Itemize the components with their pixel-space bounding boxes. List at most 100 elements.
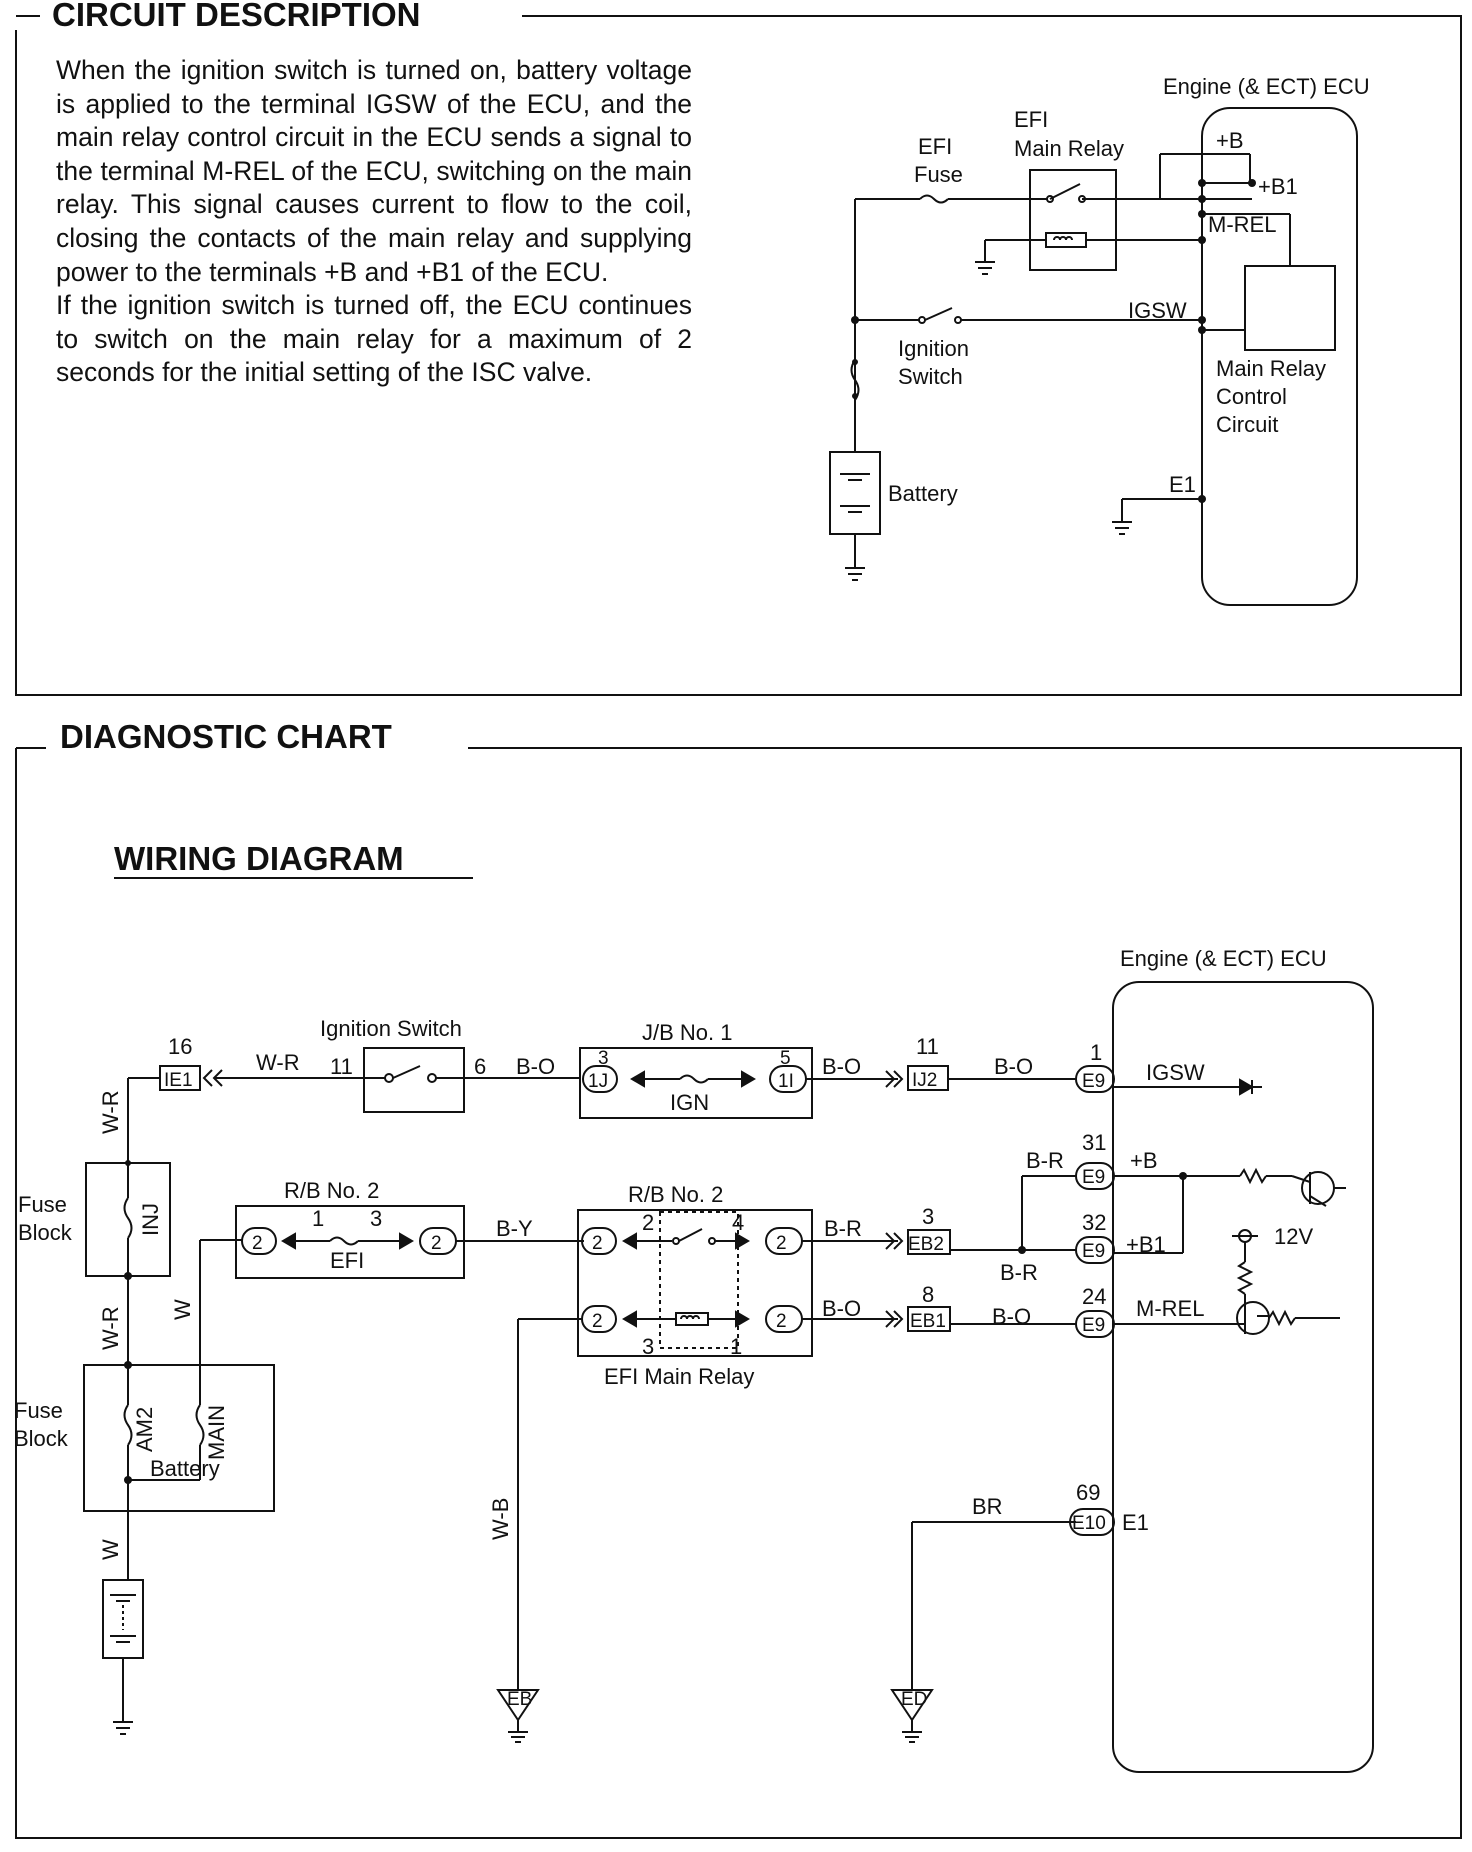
diagnostic-chart-title: DIAGNOSTIC CHART	[60, 718, 392, 755]
ecu-pin-31: 31	[1082, 1130, 1106, 1155]
rb2-relay-conn-bl: 2	[592, 1311, 603, 1332]
wiring-labels: Engine (& ECT) ECU Ignition Switch 11 6 …	[14, 946, 1327, 1710]
wire-br-upper: B-R	[1026, 1148, 1064, 1173]
rb2-relay-pin-4: 4	[732, 1210, 744, 1235]
ecu-box	[1201, 107, 1358, 606]
eb2-connector	[907, 1229, 951, 1255]
m-rel-label: M-REL	[1208, 212, 1276, 237]
ecu-box-wiring	[1112, 981, 1374, 1773]
eb1-connector	[907, 1306, 951, 1332]
eb2-name: EB2	[908, 1234, 944, 1255]
rb2-relay-pin-2: 2	[642, 1210, 654, 1235]
igsw-label: IGSW	[1128, 298, 1187, 323]
battery-symbol	[829, 451, 881, 535]
jb1-pin-right: 5	[780, 1048, 791, 1069]
wire-br-relay: B-R	[824, 1216, 862, 1241]
description-paragraph-1: When the ignition switch is turned on, b…	[56, 55, 692, 287]
ecu-pin-24: 24	[1082, 1284, 1106, 1309]
ecu-conn-24: E9	[1082, 1315, 1105, 1336]
eb2-pin: 3	[922, 1204, 934, 1229]
ignition-switch-pin-out: 6	[474, 1054, 486, 1079]
efi-fuse-symbol	[919, 194, 949, 204]
ecu-conn-31: E9	[1082, 1167, 1105, 1188]
ecu-conn-69: E10	[1072, 1513, 1106, 1534]
control-circuit-label-1: Main Relay	[1216, 356, 1326, 381]
ij2-pin: 11	[916, 1034, 939, 1059]
rb2-efi-conn-right: 2	[431, 1233, 442, 1254]
ij2-name: IJ2	[912, 1070, 937, 1091]
rb2-relay-pin-3: 3	[642, 1334, 654, 1359]
battery-label-wiring: Battery	[150, 1456, 220, 1481]
wire-br-lower: B-R	[1000, 1260, 1038, 1285]
ground-ed-symbol	[890, 1689, 934, 1722]
ignition-switch-label-1: Ignition	[898, 336, 969, 361]
wire-bo-2: B-O	[822, 1054, 861, 1079]
rb2-relay-conn-br: 2	[776, 1311, 787, 1332]
rb2-efi-label: R/B No. 2	[284, 1178, 379, 1203]
ecu-m-rel-label: M-REL	[1136, 1296, 1204, 1321]
ecu-plus-b1-label: +B1	[1126, 1232, 1166, 1257]
rb2-relay-box	[577, 1209, 813, 1357]
circuit-description-text: When the ignition switch is turned on, b…	[56, 54, 692, 390]
ecu-pin-32: 32	[1082, 1210, 1106, 1235]
rb2-efi-fuse: EFI	[330, 1248, 364, 1273]
ignition-switch-label-2: Switch	[898, 364, 963, 389]
rb2-relay-conn-tl: 2	[592, 1233, 603, 1254]
fuse-main-label: MAIN	[204, 1405, 229, 1460]
battery-label: Battery	[888, 481, 958, 506]
wire-bo-1: B-O	[516, 1054, 555, 1079]
wire-bo-relay: B-O	[822, 1296, 861, 1321]
description-paragraph-2: If the ignition switch is turned off, th…	[56, 290, 692, 388]
jb1-box	[579, 1047, 813, 1119]
ecu-label-top: Engine (& ECT) ECU	[1163, 74, 1370, 99]
main-relay-control-circuit-box	[1244, 265, 1336, 351]
circuit-schematic	[829, 107, 1358, 606]
ignition-switch-box	[363, 1047, 465, 1113]
jb1-conn-right: 1I	[778, 1071, 794, 1092]
ignition-switch-label: Ignition Switch	[320, 1016, 462, 1041]
efi-label: EFI	[1014, 107, 1048, 132]
ecu-label-wiring: Engine (& ECT) ECU	[1120, 946, 1327, 971]
wire-wb: W-B	[488, 1498, 513, 1540]
control-circuit-label-3: Circuit	[1216, 412, 1278, 437]
main-relay-label: Main Relay	[1014, 136, 1124, 161]
jb1-fuse-ign: IGN	[670, 1090, 709, 1115]
rb2-relay-pin-1: 1	[730, 1334, 742, 1359]
wire-bo-eb1: B-O	[992, 1304, 1031, 1329]
voltage-label: 12V	[1274, 1224, 1313, 1249]
rb2-efi-pin-right: 3	[370, 1206, 382, 1231]
e1-label: E1	[1169, 472, 1196, 497]
ecu-conn-32: E9	[1082, 1241, 1105, 1262]
ecu-conn-1: E9	[1082, 1071, 1105, 1092]
fuse-block-2-line2: Block	[14, 1426, 69, 1451]
wire-w-battery: W	[98, 1539, 123, 1560]
plus-b1-label: +B1	[1258, 174, 1298, 199]
ground-eb-label: EB	[507, 1689, 532, 1710]
fuse-am2-label: AM2	[132, 1407, 157, 1452]
wire-wr-top: W-R	[256, 1050, 300, 1075]
circuit-description-title: CIRCUIT DESCRIPTION	[52, 0, 421, 33]
ecu-pin-1: 1	[1090, 1040, 1102, 1065]
wire-wr-left-mid: W-R	[98, 1306, 123, 1350]
wiring-junction-dots	[124, 1160, 1187, 1484]
wiring-diagram-title: WIRING DIAGRAM	[114, 840, 404, 877]
ground-eb-symbol	[496, 1689, 540, 1722]
fuse-block-main	[83, 1364, 275, 1512]
schematic-labels: Engine (& ECT) ECU EFI Main Relay EFI Fu…	[888, 74, 1370, 506]
rb2-relay-label: R/B No. 2	[628, 1182, 723, 1207]
ecu-e1-label: E1	[1122, 1510, 1149, 1535]
wire-w-main: W	[170, 1299, 195, 1320]
wire-bo-3: B-O	[994, 1054, 1033, 1079]
efi-fuse-label-1: EFI	[918, 134, 952, 159]
ecu-plus-b-label: +B	[1130, 1148, 1158, 1173]
jb1-conn-left: 1J	[588, 1071, 608, 1092]
ignition-switch-pin-in: 11	[330, 1054, 353, 1079]
diagnostic-chart-frame	[15, 747, 1462, 1839]
wire-wr-left-top: W-R	[98, 1090, 123, 1134]
fuse-inj-label: INJ	[138, 1203, 163, 1236]
eb1-pin: 8	[922, 1282, 934, 1307]
ie1-connector	[159, 1065, 201, 1091]
rb2-relay-conn-tr: 2	[776, 1233, 787, 1254]
eb1-name: EB1	[910, 1311, 946, 1332]
